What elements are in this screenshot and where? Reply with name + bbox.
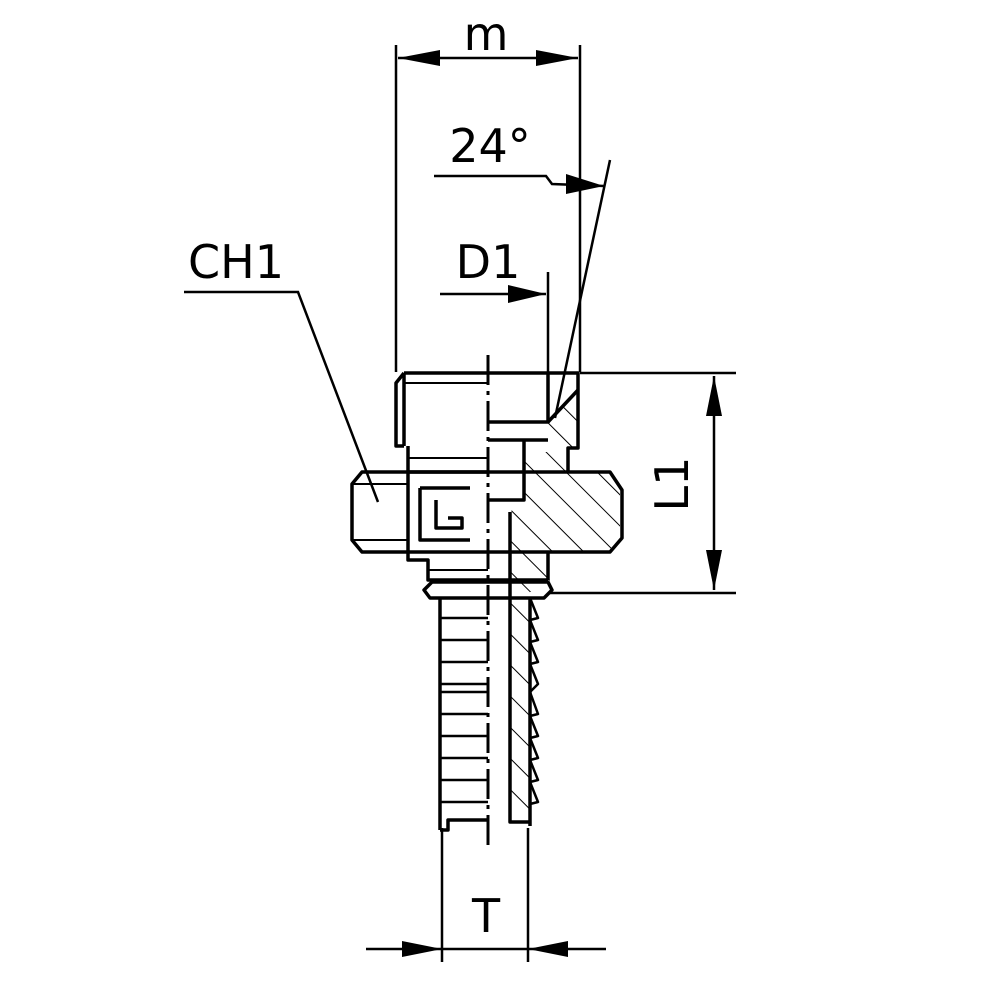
- section-hatching: [510, 390, 620, 822]
- inner-cone: [488, 373, 550, 424]
- dimension-d1: [440, 272, 550, 372]
- dimension-m: [394, 45, 582, 372]
- label-angle: 24°: [449, 119, 531, 173]
- dimension-t: [366, 828, 606, 962]
- lower-collar: [406, 552, 548, 582]
- label-m: m: [464, 7, 509, 61]
- nut-top-outline: [404, 371, 580, 472]
- hose-tail: [438, 512, 540, 832]
- dimension-l1: [550, 371, 736, 595]
- label-ch1: CH1: [188, 235, 284, 289]
- leader-ch1: [184, 290, 380, 503]
- label-t: T: [471, 889, 501, 943]
- label-d1: D1: [456, 235, 521, 289]
- hex-nut: [350, 470, 624, 554]
- fitting-outline: [350, 371, 624, 832]
- label-l1: L1: [645, 457, 699, 512]
- dimension-angle: [434, 159, 612, 419]
